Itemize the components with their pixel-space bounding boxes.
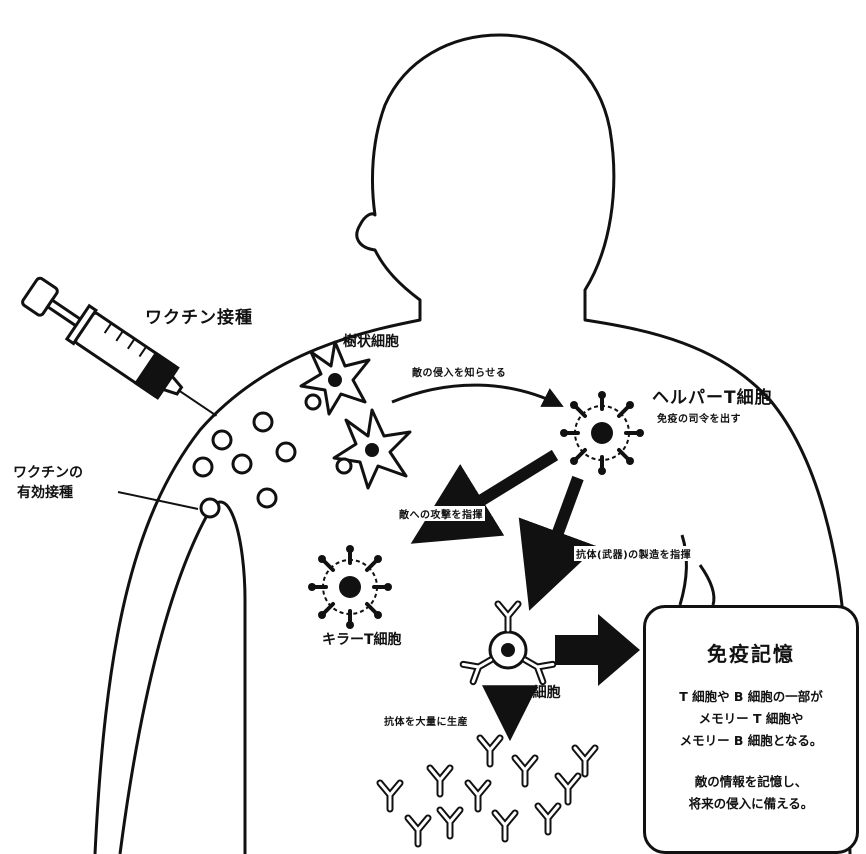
antibodies	[380, 738, 595, 844]
helper-t-role-label: 免疫の司令を出す	[655, 410, 743, 425]
memory-line-2: メモリー T 細胞や	[646, 708, 856, 730]
helper-t-cell-icon	[560, 391, 644, 475]
dendritic-cell	[301, 342, 369, 414]
vaccine-effective-label-1: ワクチンの	[13, 462, 83, 482]
vaccine-effective-label-2: 有効接種	[17, 482, 73, 502]
memory-title: 免疫記憶	[646, 638, 856, 667]
killer-t-cell-icon	[308, 545, 392, 629]
killer-t-cell-label: キラーT細胞	[322, 629, 402, 649]
vaccine-particles	[194, 413, 295, 517]
memory-line-5: 将来の侵入に備える。	[646, 793, 856, 815]
mass-antibody-label: 抗体を大量に生産	[382, 713, 470, 728]
notify-invasion-label: 敵の侵入を知らせる	[410, 364, 508, 379]
attack-command-label: 敵への攻撃を指揮	[397, 506, 485, 521]
antibody-command-label: 抗体(武器)の製造を指揮	[574, 546, 693, 561]
syringe	[19, 273, 228, 432]
vaccine-pointer-line	[118, 492, 198, 509]
memory-line-3: メモリー B 細胞となる。	[646, 730, 856, 752]
b-cell-label: B細胞	[522, 682, 561, 702]
b-cell-icon	[463, 604, 553, 682]
dendritic-cell-label: 樹状細胞	[343, 331, 399, 351]
dendritic-cell	[334, 410, 410, 488]
vaccination-label: ワクチン接種	[145, 303, 253, 328]
immune-memory-box: 免疫記憶 T 細胞や B 細胞の一部が メモリー T 細胞や メモリー B 細胞…	[643, 605, 859, 854]
big-arrow	[555, 614, 640, 686]
memory-line-4: 敵の情報を記憶し、	[646, 771, 856, 793]
helper-t-cell-label: ヘルパーT細胞	[652, 383, 773, 408]
memory-line-1: T 細胞や B 細胞の一部が	[646, 686, 856, 708]
